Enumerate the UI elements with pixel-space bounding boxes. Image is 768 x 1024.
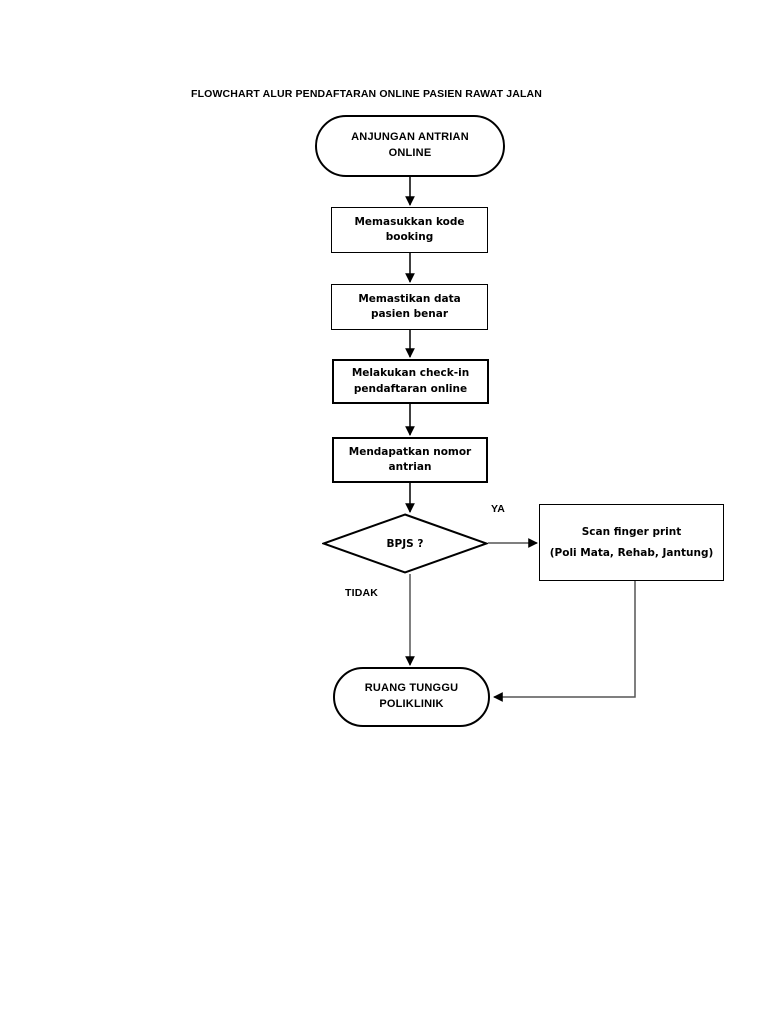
node-step3-line-2: pendaftaran online — [353, 382, 468, 395]
node-start-anjungan-antrian-online[interactable]: ANJUNGAN ANTRIAN ONLINE — [315, 115, 505, 177]
node-step-memasukkan-kode-booking[interactable]: Memasukkan kode booking — [331, 207, 488, 253]
node-scan-finger-print[interactable]: Scan finger print (Poli Mata, Rehab, Jan… — [539, 504, 724, 581]
node-step2-line-2: pasien benar — [370, 308, 449, 320]
edge-label-tidak: TIDAK — [345, 587, 379, 599]
node-step4-line-2: antrian — [388, 461, 432, 473]
node-end-line-2: POLIKLINIK — [379, 698, 444, 710]
node-scan-line-2: (Poli Mata, Rehab, Jantung) — [549, 546, 714, 559]
node-step4-line-1: Mendapatkan nomor — [348, 445, 472, 458]
node-step-mendapatkan-nomor-antrian[interactable]: Mendapatkan nomor antrian — [332, 437, 488, 483]
node-end-line-1: RUANG TUNGGU — [364, 682, 459, 695]
page-title: FLOWCHART ALUR PENDAFTARAN ONLINE PASIEN… — [191, 88, 542, 100]
node-step3-line-1: Melakukan check-in — [351, 367, 470, 380]
diamond-shape — [322, 513, 488, 574]
node-scan-line-1: Scan finger print — [581, 525, 682, 538]
edge-label-ya: YA — [491, 503, 506, 515]
node-start-line-2: ONLINE — [388, 147, 432, 159]
node-step1-line-1: Memasukkan kode — [354, 215, 465, 228]
node-end-ruang-tunggu-poliklinik[interactable]: RUANG TUNGGU POLIKLINIK — [333, 667, 490, 727]
node-decision-bpjs[interactable]: BPJS ? — [322, 513, 488, 574]
node-step-melakukan-check-in-pendaftaran-online[interactable]: Melakukan check-in pendaftaran online — [332, 359, 489, 404]
edge-scan-end — [493, 581, 636, 702]
node-start-line-1: ANJUNGAN ANTRIAN — [351, 131, 469, 144]
node-step2-line-1: Memastikan data — [358, 292, 461, 305]
node-step-memastikan-data-pasien-benar[interactable]: Memastikan data pasien benar — [331, 284, 488, 330]
node-step1-line-2: booking — [385, 231, 434, 243]
node-decision-label: BPJS ? — [386, 537, 424, 550]
